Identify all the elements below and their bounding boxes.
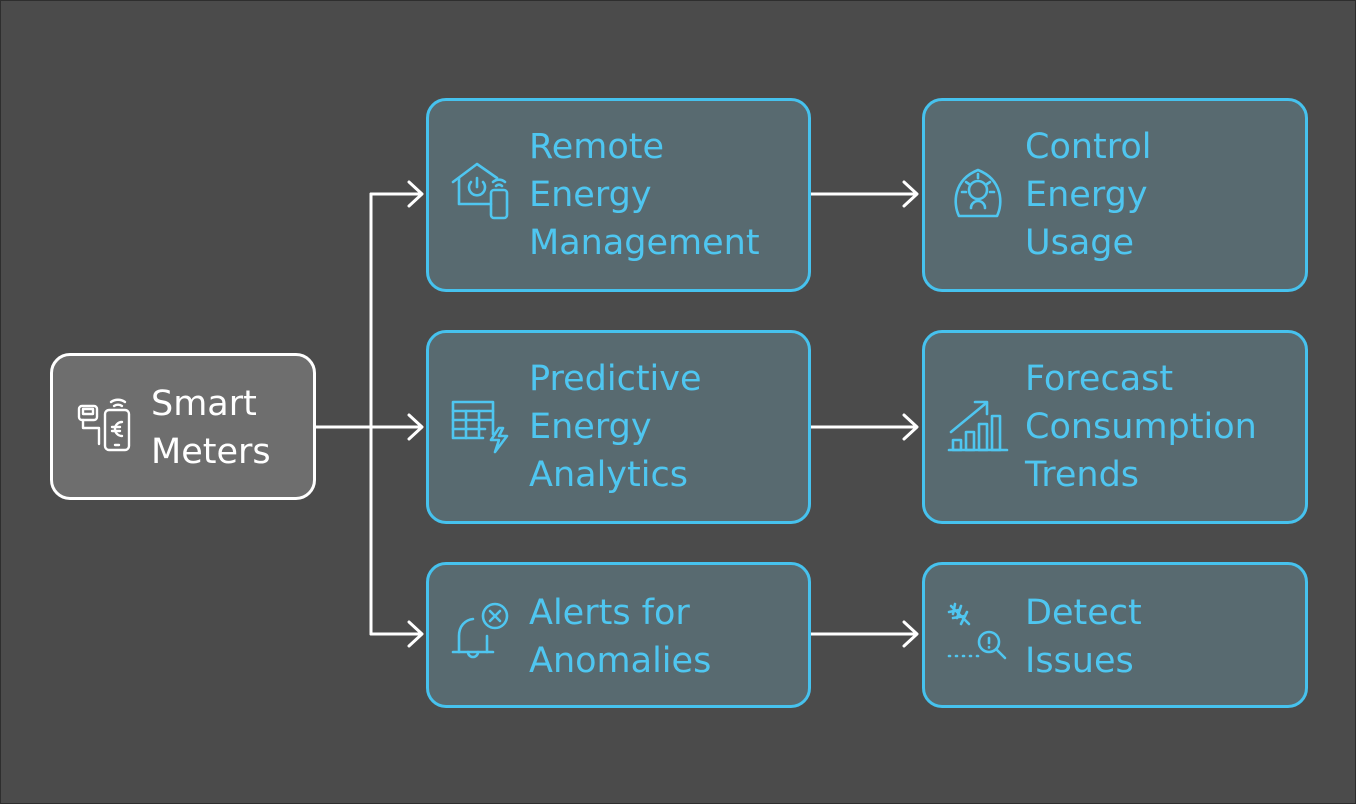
arrowhead-alerts <box>407 620 424 648</box>
arrowhead-forecast <box>902 413 919 441</box>
feature-label-line-1: Remote <box>529 127 665 167</box>
feature-node-alerts-for-anomalies: Alerts for Anomalies <box>426 562 811 708</box>
outcome-label-line-2: Issues <box>1025 641 1134 681</box>
feature-node-remote-energy-management: Remote Energy Management <box>426 98 811 292</box>
outcome-label-line-3: Trends <box>1025 455 1140 495</box>
feature-label-line-2: Energy <box>529 175 652 215</box>
outcome-node-forecast-consumption-trends: Forecast Consumption Trends <box>922 330 1308 524</box>
outcome-label-line-3: Usage <box>1025 223 1135 263</box>
feature-label-line-1: Alerts for <box>529 593 690 633</box>
feature-node-label: Predictive Energy Analytics <box>529 355 702 499</box>
outcome-node-detect-issues: Detect Issues <box>922 562 1308 708</box>
outcome-node-label: Forecast Consumption Trends <box>1025 355 1257 499</box>
root-node-smart-meters: Smart Meters <box>50 353 316 500</box>
arrowhead-predictive <box>407 413 424 441</box>
root-node-label: Smart Meters <box>151 380 271 476</box>
energy-table-icon <box>449 392 515 462</box>
feature-label-line-3: Analytics <box>529 455 688 495</box>
growth-chart-icon <box>945 392 1011 462</box>
bug-search-icon <box>945 600 1011 670</box>
outcome-node-label: Detect Issues <box>1025 589 1142 685</box>
feature-node-predictive-energy-analytics: Predictive Energy Analytics <box>426 330 811 524</box>
feature-label-line-3: Management <box>529 223 760 263</box>
outcome-node-label: Control Energy Usage <box>1025 123 1152 267</box>
smart-meter-icon <box>75 392 141 462</box>
smart-home-icon <box>449 160 515 230</box>
arrowhead-control-energy <box>902 180 919 208</box>
outcome-label-line-1: Forecast <box>1025 359 1174 399</box>
outcome-node-control-energy-usage: Control Energy Usage <box>922 98 1308 292</box>
root-node-label-line-2: Meters <box>151 432 271 472</box>
feature-label-line-2: Energy <box>529 407 652 447</box>
feature-label-line-2: Anomalies <box>529 641 712 681</box>
outcome-label-line-1: Detect <box>1025 593 1142 633</box>
root-node-label-line-1: Smart <box>151 384 257 424</box>
light-bulb-icon <box>945 160 1011 230</box>
outcome-label-line-2: Consumption <box>1025 407 1257 447</box>
outcome-label-line-2: Energy <box>1025 175 1148 215</box>
bell-alert-icon <box>449 600 515 670</box>
arrowhead-remote-energy <box>407 180 424 208</box>
feature-node-label: Remote Energy Management <box>529 123 760 267</box>
outcome-label-line-1: Control <box>1025 127 1152 167</box>
feature-node-label: Alerts for Anomalies <box>529 589 711 685</box>
arrowhead-detect <box>902 620 919 648</box>
feature-label-line-1: Predictive <box>529 359 702 399</box>
